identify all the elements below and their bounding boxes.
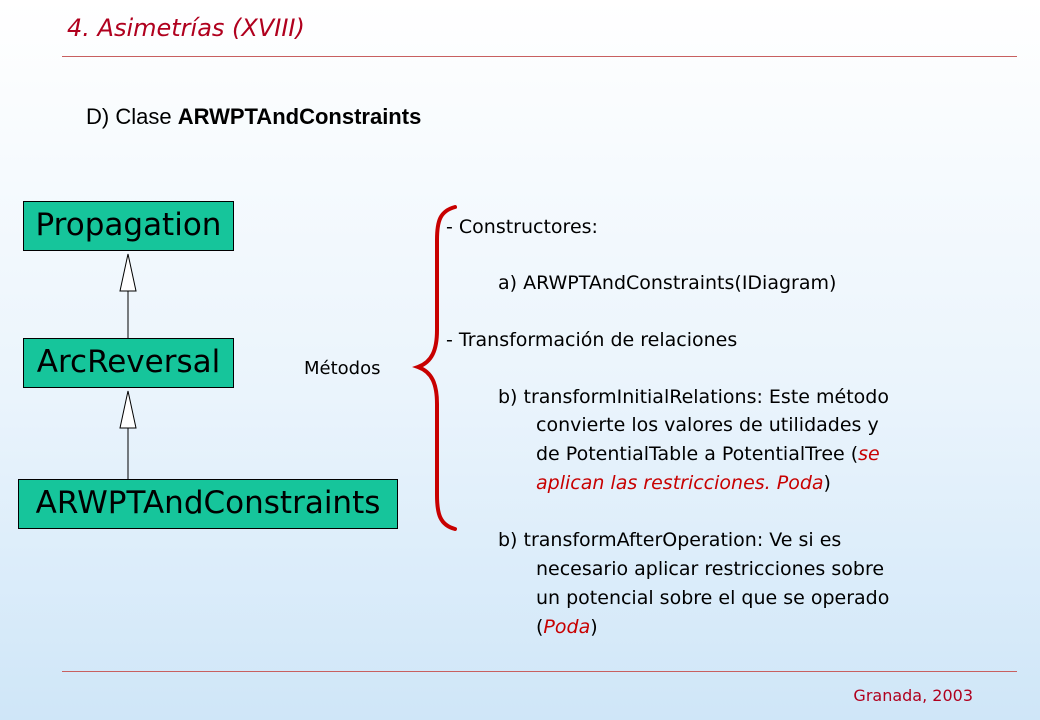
methods-brace — [412, 205, 457, 531]
method-b2-line3: un potencial sobre el que se operado — [536, 587, 890, 609]
constructors-header: - Constructores: — [446, 216, 598, 238]
method-b1-line3: de PotentialTable a PotentialTree (se — [536, 441, 880, 467]
top-divider — [62, 56, 1017, 57]
method-b2-line1: b) transformAfterOperation: Ve si es — [498, 529, 842, 551]
subtitle-class-name: ARWPTAndConstraints — [177, 104, 422, 129]
method-b1-line3-text: de PotentialTable a PotentialTree ( — [536, 443, 859, 465]
method-b1-line3-red: se — [858, 443, 880, 465]
method-b2-line4-red: Poda — [543, 616, 591, 638]
class-box-propagation: Propagation — [23, 201, 234, 251]
method-b1-line2: convierte los valores de utilidades y — [536, 414, 879, 436]
transform-header: - Transformación de relaciones — [446, 329, 738, 351]
method-b2-line2: necesario aplicar restricciones sobre — [536, 558, 885, 580]
method-b1-line1: b) transformInitialRelations: Este métod… — [498, 386, 889, 408]
class-box-arcreversal: ArcReversal — [23, 338, 234, 388]
method-b2-line4-open: ( — [536, 616, 544, 638]
method-b2-line4-close: ) — [590, 616, 598, 638]
inheritance-arrow-1 — [119, 253, 137, 292]
footer-text: Granada, 2003 — [853, 686, 973, 705]
methods-label: Métodos — [304, 358, 381, 379]
subtitle-prefix: D) Clase — [86, 104, 178, 129]
bottom-divider — [62, 671, 1017, 672]
method-b2-line4: (Poda) — [536, 614, 598, 640]
method-b1-line4-text: ) — [823, 472, 831, 494]
section-subtitle: D) Clase ARWPTAndConstraints — [86, 104, 421, 130]
class-box-arwptandconstraints: ARWPTAndConstraints — [18, 479, 398, 529]
slide-title: 4. Asimetrías (XVIII) — [67, 14, 305, 42]
inheritance-arrow-2 — [119, 390, 137, 429]
method-b1-line4-red: aplican las restricciones. Poda — [536, 472, 824, 494]
method-b1-line4: aplican las restricciones. Poda) — [536, 470, 831, 496]
constructor-item: a) ARWPTAndConstraints(IDiagram) — [498, 272, 837, 294]
